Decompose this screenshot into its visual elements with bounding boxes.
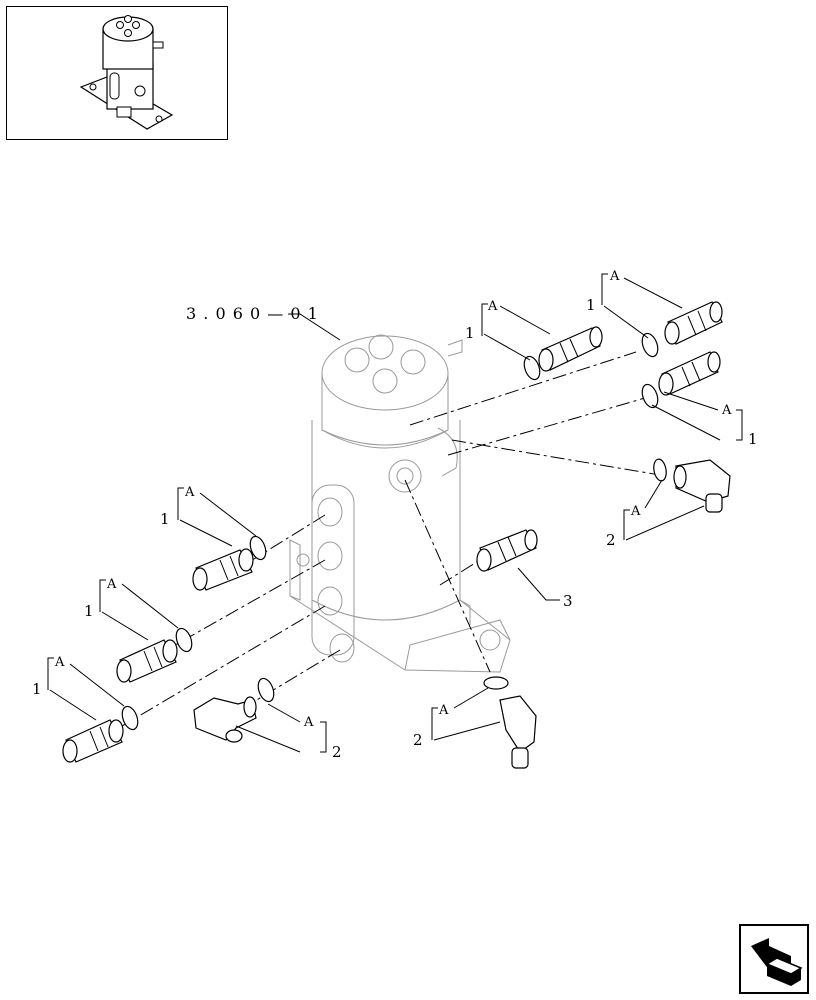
callout-label: A [438,703,449,718]
reference-code: 3 . 0 6 0 — 0 1 [186,304,319,323]
callout-label: 1 [748,430,758,448]
callout-label: 2 [413,731,423,749]
callout-label: 2 [332,743,342,761]
swivel-joint-thumbnail-icon [79,15,174,130]
o-ring [523,355,541,381]
callout-label: 1 [84,602,94,620]
o-ring [653,458,667,482]
straight-fitting-1f [62,719,124,763]
o-ring [641,332,659,358]
callout-label: 2 [606,531,616,549]
callout-label: 1 [32,680,42,698]
callout-label: A [303,715,314,730]
o-ring [641,383,659,409]
straight-fitting-1d [192,548,254,591]
straight-fitting-1c [658,351,721,396]
callout-label: 1 [586,296,596,314]
straight-fitting-1b [664,301,723,345]
assembly-thumbnail [6,6,228,140]
callout-label: A [54,655,65,670]
callout-label: A [609,269,620,284]
o-ring [249,535,267,561]
callout-label: 3 [563,592,573,610]
elbow-fitting-2c [193,696,257,743]
callout-label: A [487,299,498,314]
o-ring [121,705,139,731]
straight-fitting-1e [116,639,178,683]
callout-label: A [106,577,117,592]
o-ring [257,677,275,703]
return-button[interactable] [739,924,809,994]
callout-label: 1 [160,510,170,528]
straight-fitting-3 [476,529,538,572]
callout-label: 1 [465,324,475,342]
callout-label: A [630,504,641,519]
return-arrow-icon [751,938,803,986]
o-ring [175,627,193,653]
straight-fitting-1a [538,326,603,372]
leader-lines [47,273,743,753]
elbow-fitting-2b [483,676,537,769]
swivel-joint-housing [289,334,511,673]
elbow-fitting-2a [673,459,731,513]
callout-label: A [721,403,732,418]
assembly-centerlines [89,351,661,746]
callout-label: A [184,485,195,500]
